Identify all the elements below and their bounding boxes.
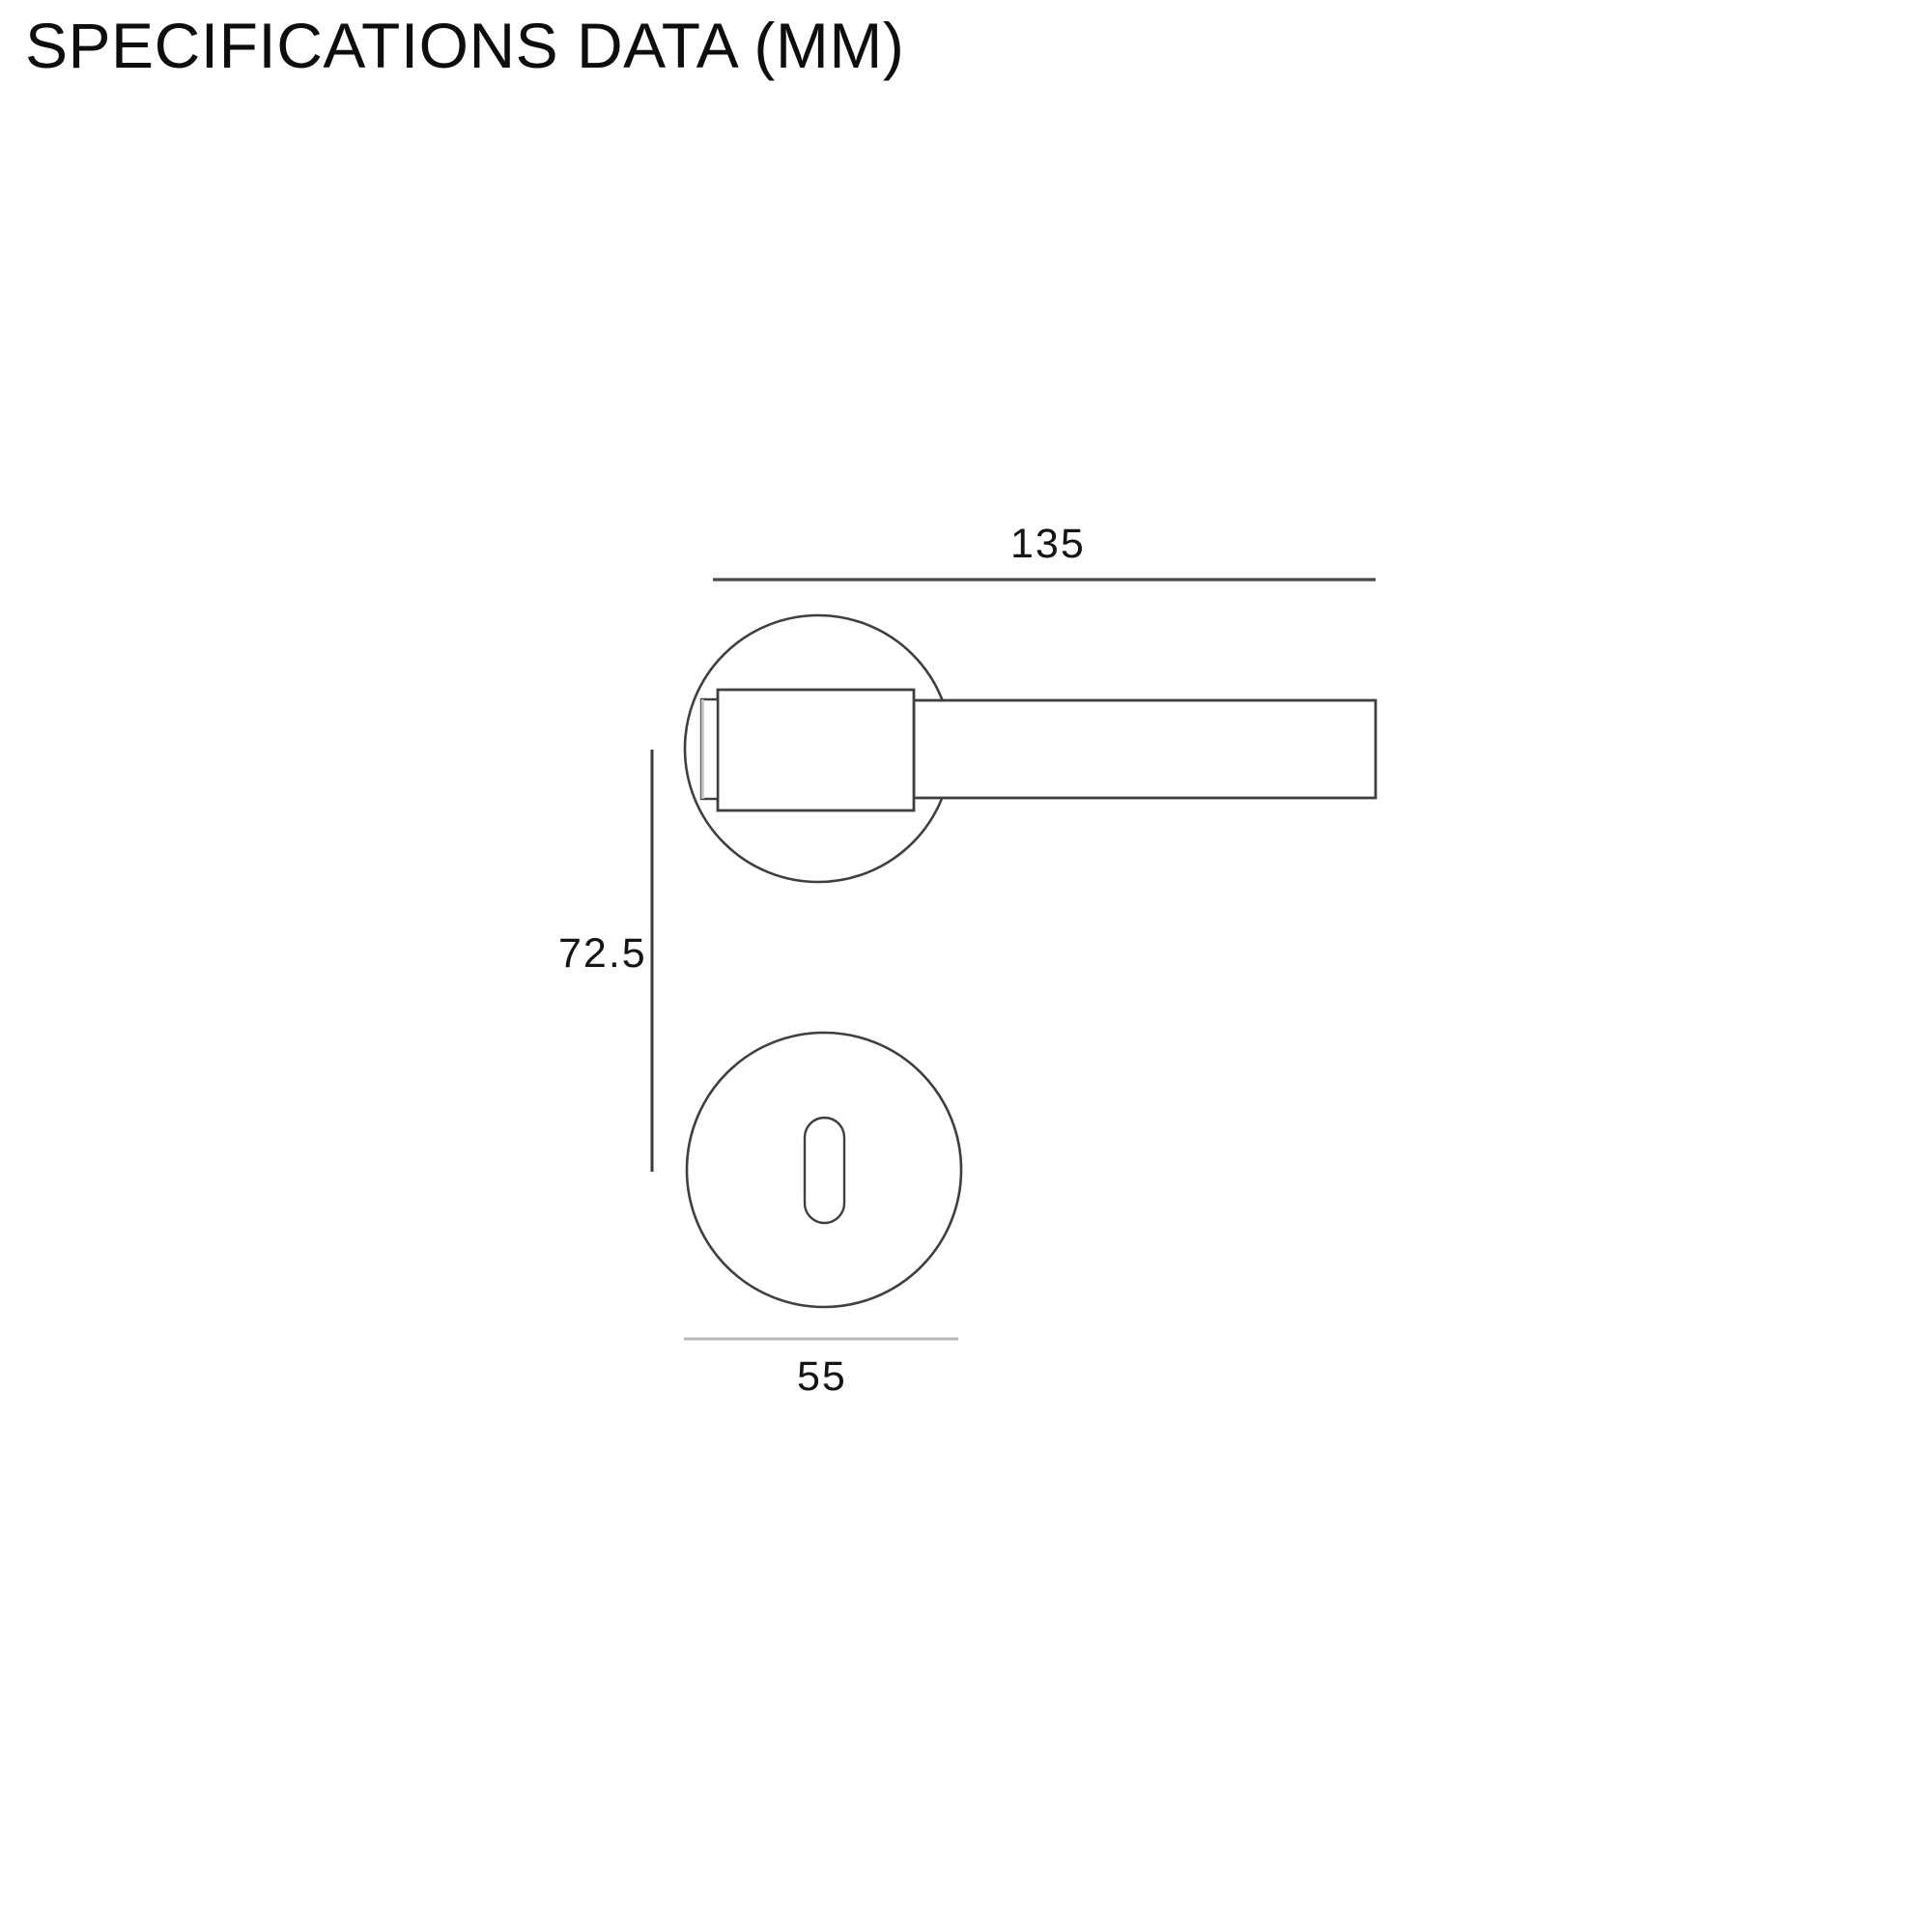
keyhole-escutcheon-assembly (685, 1031, 963, 1309)
dimension-label-width-bottom: 55 (797, 1353, 847, 1400)
dimension-label-width-top: 135 (1010, 521, 1086, 567)
keyhole-slot (803, 1116, 846, 1225)
page-title: SPECIFICATIONS DATA (MM) (25, 10, 905, 81)
lever-neck-rect (716, 688, 916, 812)
lever-bar (912, 698, 1378, 800)
dimension-label-height-left: 72.5 (558, 930, 647, 977)
lever-handle-assembly (683, 613, 1378, 884)
